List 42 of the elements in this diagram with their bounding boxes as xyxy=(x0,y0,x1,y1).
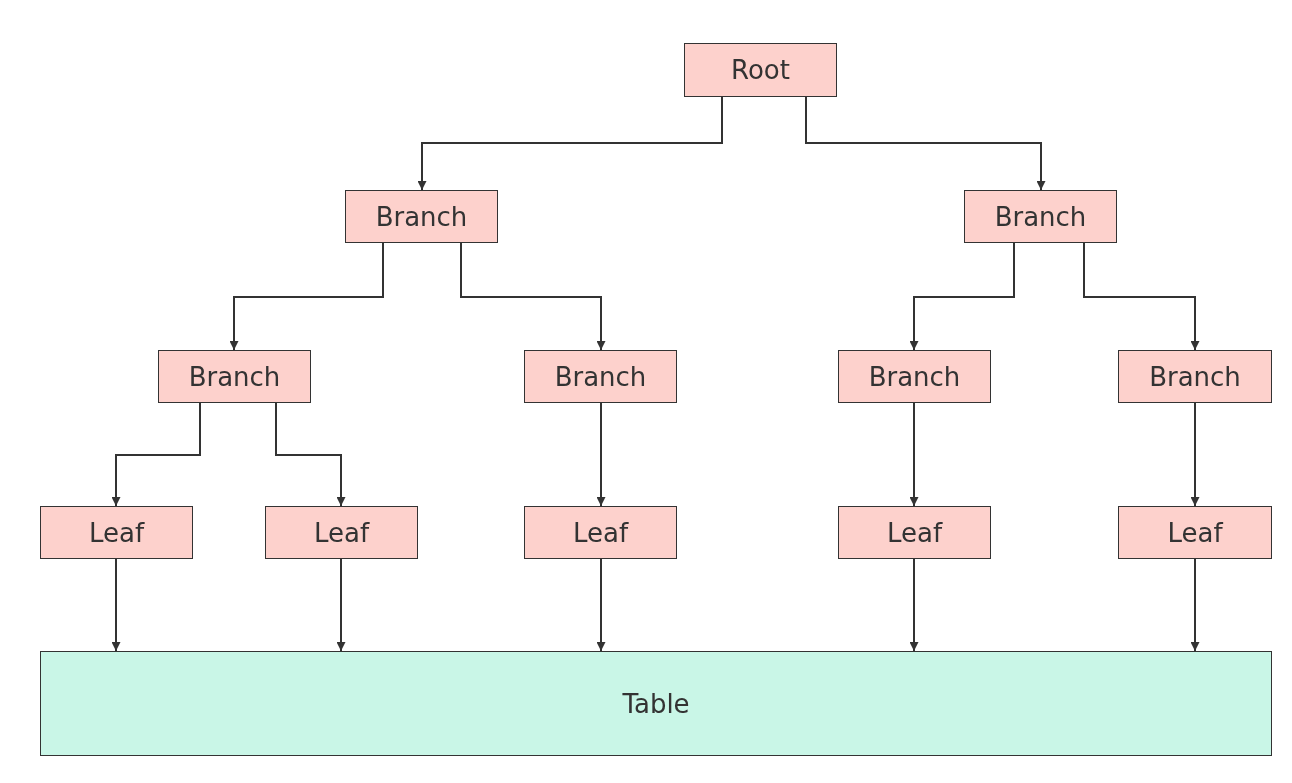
arrow xyxy=(596,402,606,507)
arrow xyxy=(596,558,606,652)
tree-node-box xyxy=(838,506,991,559)
tree-node-box xyxy=(524,506,677,559)
tree-node-box xyxy=(964,190,1117,243)
node-label: Branch xyxy=(868,361,961,392)
table-box xyxy=(40,651,1272,756)
tree-node-box xyxy=(345,190,498,243)
tree-node-box xyxy=(684,43,837,97)
tree-node-box xyxy=(524,350,677,403)
node-label: Leaf xyxy=(572,517,629,548)
arrow xyxy=(111,402,201,507)
tree-node-box xyxy=(1118,506,1272,559)
arrow xyxy=(336,558,346,652)
arrow xyxy=(275,402,346,507)
arrow xyxy=(909,558,919,652)
arrow xyxy=(805,96,1046,191)
node-label: Leaf xyxy=(1167,517,1223,548)
arrow xyxy=(111,558,121,652)
arrow xyxy=(1190,402,1200,507)
arrow xyxy=(909,242,1015,351)
node-label: Leaf xyxy=(88,517,145,548)
node-label: Branch xyxy=(994,201,1087,232)
arrow xyxy=(417,96,723,191)
arrow xyxy=(1083,242,1200,351)
node-label: Branch xyxy=(188,361,281,392)
tree-node-box xyxy=(265,506,418,559)
tree-node-box xyxy=(1118,350,1272,403)
node-label: Branch xyxy=(554,361,647,392)
node-label: Leaf xyxy=(886,517,943,548)
node-label: Branch xyxy=(375,201,468,232)
arrow xyxy=(909,402,919,507)
node-label: Branch xyxy=(1149,361,1241,392)
tree-node-box xyxy=(158,350,311,403)
tree-node-box xyxy=(40,506,193,559)
node-label: Table xyxy=(622,688,690,719)
tree-node-box xyxy=(838,350,991,403)
arrow xyxy=(1190,558,1200,652)
node-label: Leaf xyxy=(313,517,370,548)
arrow xyxy=(229,242,384,351)
arrow xyxy=(460,242,606,351)
node-label: Root xyxy=(731,55,790,85)
